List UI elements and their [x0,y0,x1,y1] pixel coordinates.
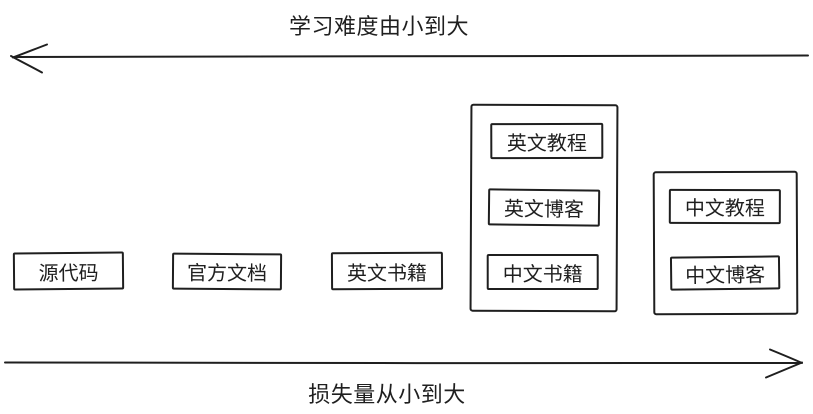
box-chinese-books: 中文书籍 [486,253,599,291]
box-chinese-blog: 中文博客 [669,255,781,291]
group-chinese-resources: 中文教程 中文博客 [652,170,799,316]
box-official-docs: 官方文档 [171,252,283,291]
box-chinese-tutorial: 中文教程 [668,188,781,225]
box-english-tutorial: 英文教程 [490,122,604,160]
difficulty-axis-label: 学习难度由小到大 [288,14,469,39]
loss-arrow-right-icon [4,348,803,379]
loss-axis-label: 损失量从小到大 [308,382,466,407]
box-english-blog: 英文博客 [487,188,601,227]
box-source-code: 源代码 [12,251,125,291]
group-english-resources: 英文教程 英文博客 中文书籍 [469,103,619,313]
difficulty-arrow-left-icon [10,43,809,74]
box-english-books: 英文书籍 [330,251,444,291]
